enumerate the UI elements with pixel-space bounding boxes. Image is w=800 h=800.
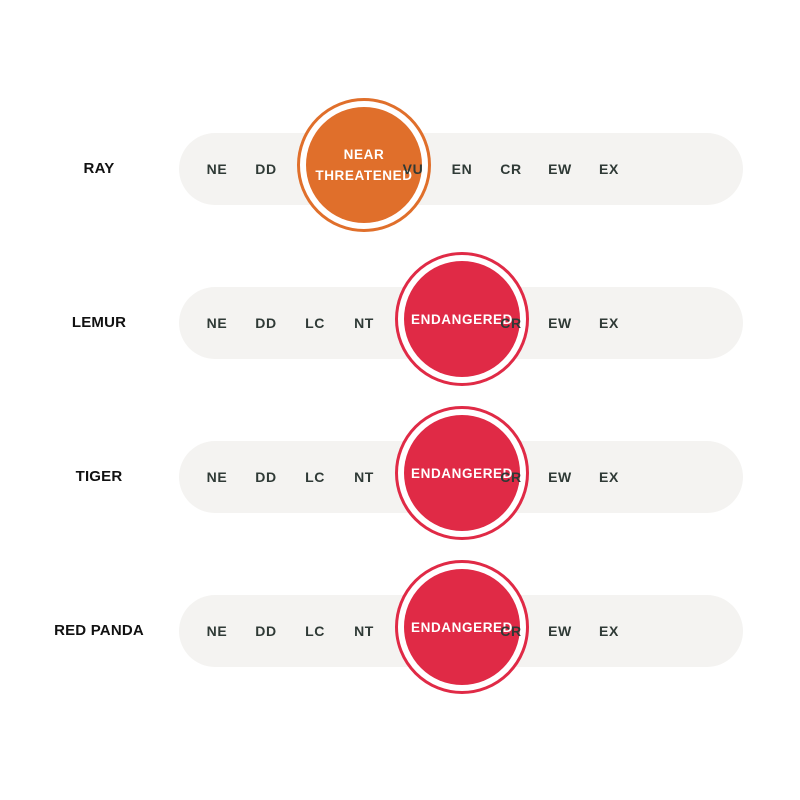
status-code-ew: EW: [548, 469, 572, 485]
species-name: TIGER: [75, 468, 123, 485]
status-code-cr: CR: [500, 161, 522, 177]
status-code-ew: EW: [548, 623, 572, 639]
status-scale-track: NEDDLCNTVUENDANGEREDCREWEX: [179, 560, 743, 694]
status-badge: ENDANGERED: [395, 406, 529, 540]
status-code-dd: DD: [255, 315, 277, 331]
status-code-cr: CR: [500, 315, 522, 331]
status-code-nt: NT: [354, 315, 374, 331]
status-code-lc: LC: [305, 315, 325, 331]
status-badge-label: ENDANGERED: [404, 415, 520, 531]
status-code-ne: NE: [206, 315, 228, 331]
status-code-lc: LC: [305, 469, 325, 485]
status-code-dd: DD: [255, 623, 277, 639]
species-row: RED PANDANEDDLCNTVUENDANGEREDCREWEX: [0, 560, 800, 694]
status-code-vu: VU: [402, 161, 424, 177]
species-row: TIGERNEDDLCNTVUENDANGEREDCREWEX: [0, 406, 800, 540]
status-code-lc: LC: [305, 623, 325, 639]
status-code-ex: EX: [599, 161, 619, 177]
status-code-nt: NT: [354, 623, 374, 639]
status-badge: ENDANGERED: [395, 560, 529, 694]
status-code-ex: EX: [599, 469, 619, 485]
status-scale-track: NEDDLCNTVUENDANGEREDCREWEX: [179, 252, 743, 386]
status-code-ne: NE: [206, 161, 228, 177]
species-name: RAY: [83, 160, 115, 177]
species-name: LEMUR: [71, 314, 127, 331]
species-row: LEMURNEDDLCNTVUENDANGEREDCREWEX: [0, 252, 800, 386]
status-code-cr: CR: [500, 469, 522, 485]
status-badge-label: NEAR THREATENED: [306, 107, 422, 223]
status-code-dd: DD: [255, 161, 277, 177]
status-code-dd: DD: [255, 469, 277, 485]
status-code-en: EN: [451, 161, 473, 177]
status-badge-label: ENDANGERED: [404, 569, 520, 685]
status-code-ex: EX: [599, 623, 619, 639]
status-code-ne: NE: [206, 469, 228, 485]
status-code-nt: NT: [354, 469, 374, 485]
status-code-ew: EW: [548, 161, 572, 177]
status-code-ne: NE: [206, 623, 228, 639]
status-code-ew: EW: [548, 315, 572, 331]
status-badge-label: ENDANGERED: [404, 261, 520, 377]
status-badge: NEAR THREATENED: [297, 98, 431, 232]
status-badge: ENDANGERED: [395, 252, 529, 386]
species-name: RED PANDA: [54, 622, 144, 639]
status-scale-track: NEDDLCNTVUENDANGEREDCREWEX: [179, 406, 743, 540]
status-code-cr: CR: [500, 623, 522, 639]
status-code-ex: EX: [599, 315, 619, 331]
